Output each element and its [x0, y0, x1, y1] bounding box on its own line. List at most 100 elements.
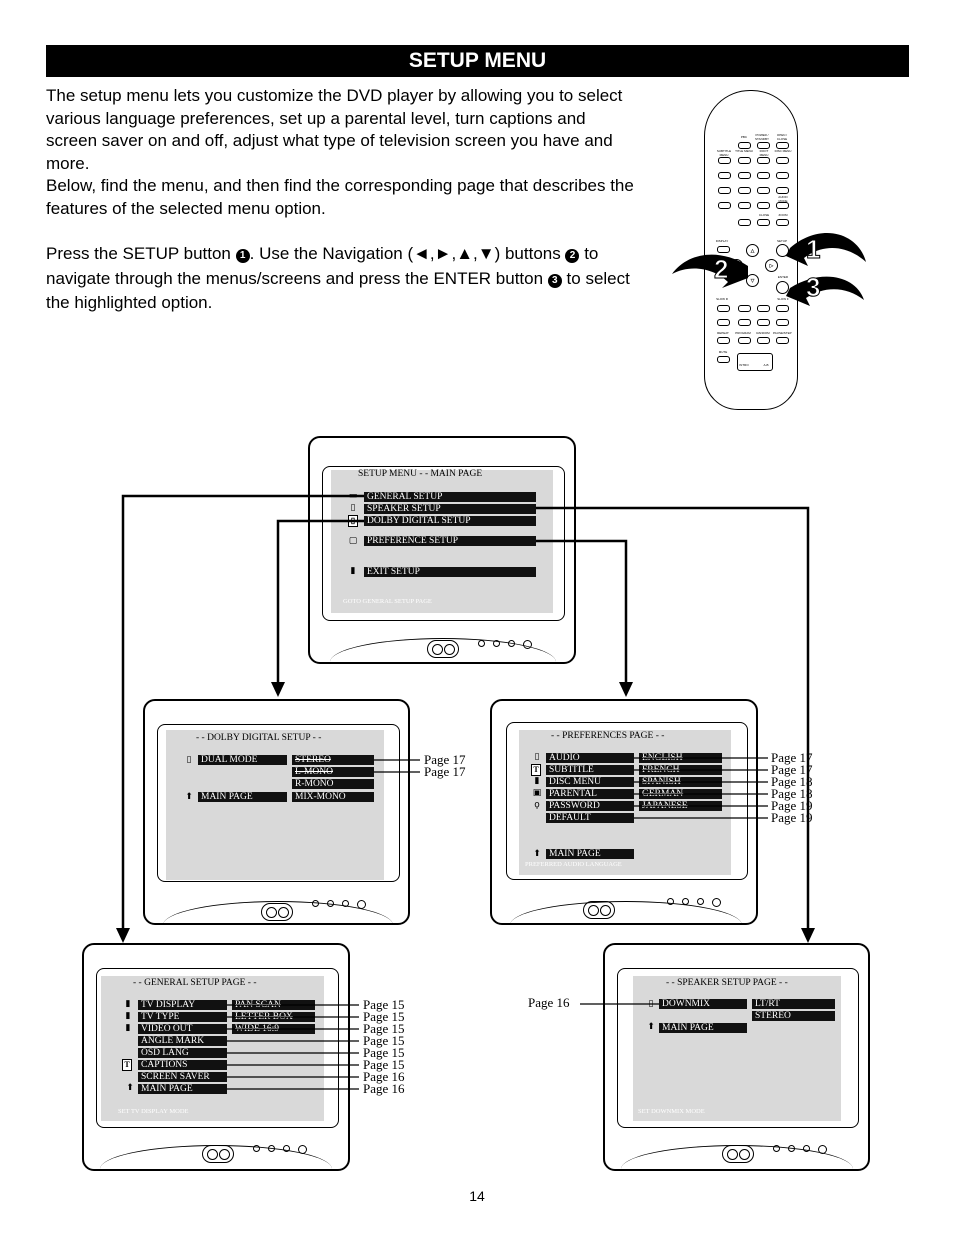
play-button[interactable]: [757, 305, 770, 312]
menu-item-general-setup[interactable]: GENERAL SETUP: [364, 492, 536, 502]
zoom-button[interactable]: [776, 219, 789, 226]
general-item-angle-mark[interactable]: ANGLE MARK: [138, 1036, 227, 1046]
main-page-icon: ⬆: [185, 792, 193, 802]
pref-item-subtitle[interactable]: SUBTITLE: [546, 765, 634, 775]
general-title: - - GENERAL SETUP PAGE - -: [133, 978, 257, 988]
close-button[interactable]: [757, 219, 770, 226]
speaker-option-stereo[interactable]: STEREO: [752, 1011, 835, 1021]
general-item-screen-saver[interactable]: SCREEN SAVER: [138, 1072, 227, 1082]
nav-right-icon[interactable]: ▹: [765, 259, 778, 272]
number-4-button[interactable]: [776, 172, 789, 179]
step-3-bullet: 3: [547, 273, 562, 288]
number-5-button[interactable]: [718, 187, 731, 194]
fast-forward-button[interactable]: [757, 319, 770, 326]
random-button[interactable]: [757, 337, 770, 344]
pref-option-german[interactable]: GERMAN: [639, 789, 722, 799]
clear-button[interactable]: [738, 219, 751, 226]
general-option-wide[interactable]: WIDE 16:9: [232, 1024, 315, 1034]
pref-item-default[interactable]: DEFAULT: [546, 813, 634, 823]
general-option-pan-scan[interactable]: PAN SCAN: [232, 1000, 315, 1010]
power-button[interactable]: [757, 142, 770, 149]
page-ref: Page 15: [363, 1033, 405, 1048]
dolby-option-mix-mono[interactable]: MIX-MONO: [292, 792, 374, 802]
nav-down-icon[interactable]: ▿: [746, 274, 759, 287]
menu-item-dolby-digital-setup[interactable]: DOLBY DIGITAL SETUP: [364, 516, 536, 526]
general-option-letter-box[interactable]: LETTER BOX: [232, 1012, 315, 1022]
skip-back-button[interactable]: [717, 319, 730, 326]
page-ref: Page 17: [424, 764, 466, 779]
arrow-down-icon: [619, 682, 633, 697]
parental-icon: ▣: [532, 788, 542, 798]
number-8-button[interactable]: [776, 187, 789, 194]
dolby-title: - - DOLBY DIGITAL SETUP - -: [196, 733, 322, 743]
display-button[interactable]: [717, 246, 730, 253]
arrow-down-icon: [801, 928, 815, 943]
pref-item-parental[interactable]: PARENTAL: [546, 789, 634, 799]
audio-icon: ▯: [534, 752, 540, 762]
slow-forward-button[interactable]: [776, 305, 789, 312]
general-item-captions[interactable]: CAPTIONS: [138, 1060, 227, 1070]
title-menu-button[interactable]: [738, 157, 751, 164]
repeat-button[interactable]: [717, 337, 730, 344]
dolby-item-dual-mode[interactable]: DUAL MODE: [198, 755, 287, 765]
stop-button[interactable]: [738, 305, 751, 312]
number-3-button[interactable]: [757, 172, 770, 179]
number-1-button[interactable]: [718, 172, 731, 179]
nav-left-icon[interactable]: ◃: [730, 259, 743, 272]
open-close-button[interactable]: [776, 142, 789, 149]
intro-paragraph-2: Below, find the menu, and then find the …: [46, 176, 634, 218]
menu-item-preference-setup[interactable]: PREFERENCE SETUP: [364, 536, 536, 546]
dolby-option-stereo[interactable]: STEREO: [292, 755, 374, 765]
disc-menu-button[interactable]: [776, 157, 789, 164]
root-menu-button[interactable]: [757, 157, 770, 164]
rewind-button[interactable]: [738, 319, 751, 326]
general-item-osd-lang[interactable]: OSD LANG: [138, 1048, 227, 1058]
page-ref: Page 16: [363, 1081, 405, 1096]
pref-option-spanish[interactable]: SPANISH: [639, 777, 722, 787]
number-2-button[interactable]: [738, 172, 751, 179]
speaker-option-ltrt[interactable]: LT/RT: [752, 999, 835, 1009]
dolby-option-r-mono[interactable]: R-MONO: [292, 779, 374, 789]
number-9-button[interactable]: [718, 202, 731, 209]
pref-option-english[interactable]: ENGLISH: [639, 753, 722, 763]
pref-item-main-page[interactable]: MAIN PAGE: [546, 849, 634, 859]
main-page-icon: ⬆: [533, 849, 541, 859]
general-item-tv-display[interactable]: TV DISPLAY: [138, 1000, 227, 1010]
slow-reverse-button[interactable]: [717, 305, 730, 312]
general-item-tv-type[interactable]: TV TYPE: [138, 1012, 227, 1022]
dolby-item-main-page[interactable]: MAIN PAGE: [198, 792, 287, 802]
pref-option-french[interactable]: FRENCH: [639, 765, 722, 775]
intro-ab-panel: [737, 353, 773, 371]
general-item-video-out[interactable]: VIDEO OUT: [138, 1024, 227, 1034]
page-ref: Page 15: [363, 1045, 405, 1060]
pause-step-button[interactable]: [776, 337, 789, 344]
skip-forward-button[interactable]: [776, 319, 789, 326]
video-out-icon: ▮: [125, 1023, 131, 1033]
pref-item-disc-menu[interactable]: DISC MENU: [546, 777, 634, 787]
pbc-button[interactable]: [738, 142, 751, 149]
general-item-main-page[interactable]: MAIN PAGE: [138, 1084, 227, 1094]
menu-item-exit-setup[interactable]: EXIT SETUP: [364, 567, 536, 577]
program-button[interactable]: [738, 337, 751, 344]
audio-mode-button[interactable]: [776, 202, 789, 209]
speaker-footer: SET DOWNMIX MODE: [638, 1108, 705, 1115]
number-6-button[interactable]: [738, 187, 751, 194]
menu-item-speaker-setup[interactable]: SPEAKER SETUP: [364, 504, 536, 514]
pref-item-audio[interactable]: AUDIO: [546, 753, 634, 763]
dolby-icon: ▯: [348, 515, 358, 527]
speaker-setup-screen: [633, 976, 841, 1121]
main-menu-footer: GOTO GENERAL SETUP PAGE: [343, 598, 432, 605]
dolby-option-l-mono[interactable]: L-MONO: [292, 767, 374, 777]
number-7-button[interactable]: [757, 187, 770, 194]
enter-button[interactable]: [776, 281, 789, 294]
speaker-item-downmix[interactable]: DOWNMIX: [659, 999, 747, 1009]
setup-button[interactable]: [776, 244, 789, 257]
plus10-button[interactable]: [757, 202, 770, 209]
speaker-item-main-page[interactable]: MAIN PAGE: [659, 1023, 747, 1033]
pref-option-japanese[interactable]: JAPANESE: [639, 801, 722, 811]
subtitle-menu-button[interactable]: [718, 157, 731, 164]
mute-button[interactable]: [717, 356, 730, 363]
number-0-button[interactable]: [738, 202, 751, 209]
pref-item-password[interactable]: PASSWORD: [546, 801, 634, 811]
nav-up-icon[interactable]: ▵: [746, 244, 759, 257]
